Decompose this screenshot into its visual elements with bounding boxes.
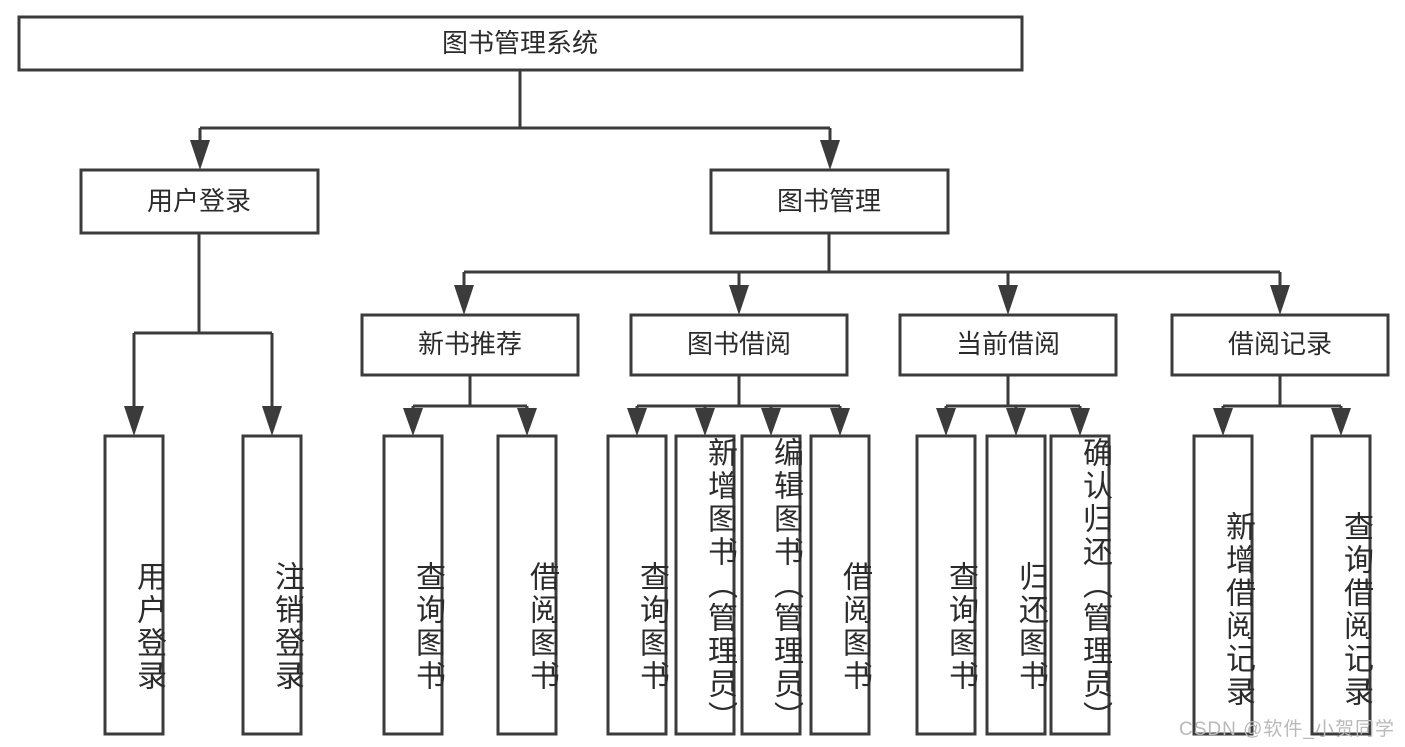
node-current-borrow-label: 当前借阅 [956, 329, 1060, 359]
node-book-management[interactable]: 图书管理 [709, 168, 950, 235]
connector-current-borrow-to-leaves [936, 375, 1090, 436]
leaf-box-current-borrow-1[interactable] [985, 434, 1047, 736]
leaf-box-borrow-record-1[interactable] [1310, 434, 1372, 736]
watermark-text: CSDN @软件_小贺同学 [1179, 719, 1395, 740]
node-borrow-record[interactable]: 借阅记录 [1170, 313, 1390, 377]
leaf-box-book-borrow-2[interactable] [740, 434, 802, 736]
node-current-borrow[interactable]: 当前借阅 [898, 313, 1118, 377]
node-user-login[interactable]: 用户登录 [79, 168, 320, 235]
node-borrow-record-label: 借阅记录 [1228, 329, 1332, 359]
connector-borrow-record-to-leaves [1213, 375, 1351, 436]
node-book-borrow-label: 图书借阅 [687, 329, 791, 359]
node-book-borrow[interactable]: 图书借阅 [629, 313, 849, 377]
leaf-box-user-login-1[interactable] [241, 434, 303, 736]
leaf-box-current-borrow-0[interactable] [915, 434, 977, 736]
leaf-box-new-book-1[interactable] [496, 434, 558, 736]
node-new-book-recommend-label: 新书推荐 [418, 329, 522, 359]
connector-book-borrow-to-leaves [627, 375, 850, 436]
leaf-box-borrow-record-0[interactable] [1192, 434, 1254, 736]
node-root[interactable]: 图书管理系统 [17, 15, 1024, 72]
node-book-management-label: 图书管理 [777, 186, 881, 216]
connector-root-to-level2 [190, 70, 840, 170]
node-root-label: 图书管理系统 [442, 28, 598, 58]
leaf-box-book-borrow-1[interactable] [674, 434, 736, 736]
connector-user-login-to-leaves [124, 233, 282, 436]
node-user-login-label: 用户登录 [147, 186, 251, 216]
node-new-book-recommend[interactable]: 新书推荐 [360, 313, 580, 377]
connector-book-management-to-level3 [454, 233, 1290, 315]
leaf-box-new-book-0[interactable] [382, 434, 444, 736]
leaf-box-user-login-0[interactable] [103, 434, 165, 736]
leaf-box-book-borrow-0[interactable] [606, 434, 668, 736]
leaf-box-current-borrow-2[interactable] [1049, 434, 1111, 736]
leaf-box-book-borrow-3[interactable] [809, 434, 871, 736]
connector-new-book-recommend-to-leaves [403, 375, 537, 436]
